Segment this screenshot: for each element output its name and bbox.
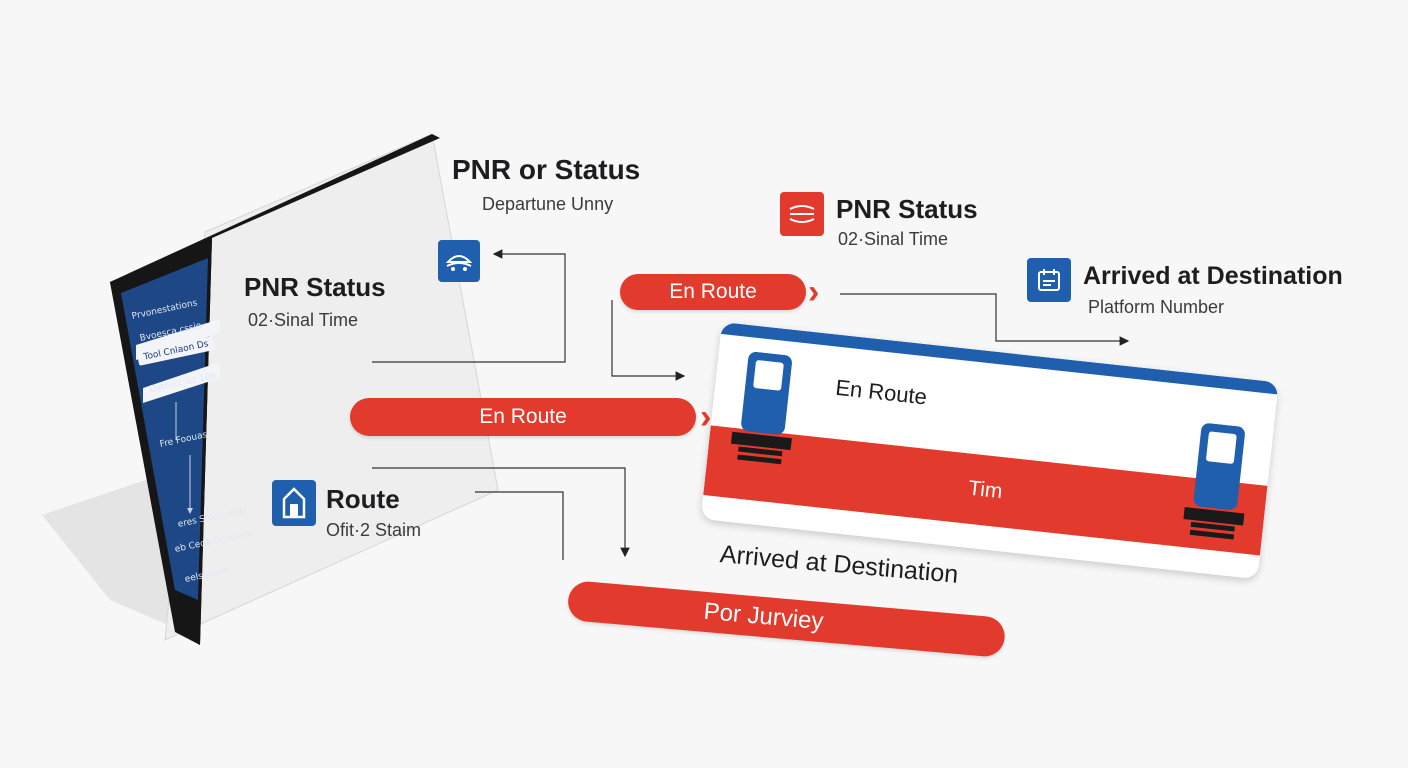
chevron-right-icon: › xyxy=(808,273,820,311)
ticket-icon[interactable] xyxy=(780,192,824,236)
panel-subtitle: 02·Sinal Time xyxy=(248,310,359,330)
status-subtitle: 02·Sinal Time xyxy=(838,229,949,249)
status-pill-en-route[interactable]: En Route xyxy=(350,398,696,436)
ticket-title: En Route xyxy=(834,374,929,410)
ticket-card[interactable]: En Route Tim xyxy=(700,322,1279,580)
chevron-right-icon: › xyxy=(700,398,712,436)
status-pill-en-route-upper[interactable]: En Route xyxy=(620,274,806,310)
train-icon-right xyxy=(1183,423,1245,540)
arrived-subtitle: Platform Number xyxy=(1088,297,1225,317)
train-icon-left xyxy=(730,351,792,465)
route-subtitle: Ofit·2 Staim xyxy=(326,520,422,540)
route-title: Route xyxy=(326,484,400,514)
top-title: PNR or Status xyxy=(452,154,641,185)
arrived-title: Arrived at Destination xyxy=(1083,262,1343,290)
station-icon[interactable] xyxy=(272,480,316,526)
status-title: PNR Status xyxy=(836,194,978,224)
panel-title: PNR Status xyxy=(244,272,386,302)
train-front-icon[interactable] xyxy=(438,240,480,282)
schedule-icon[interactable] xyxy=(1027,258,1071,302)
top-subtitle: Departune Unny xyxy=(482,194,614,214)
